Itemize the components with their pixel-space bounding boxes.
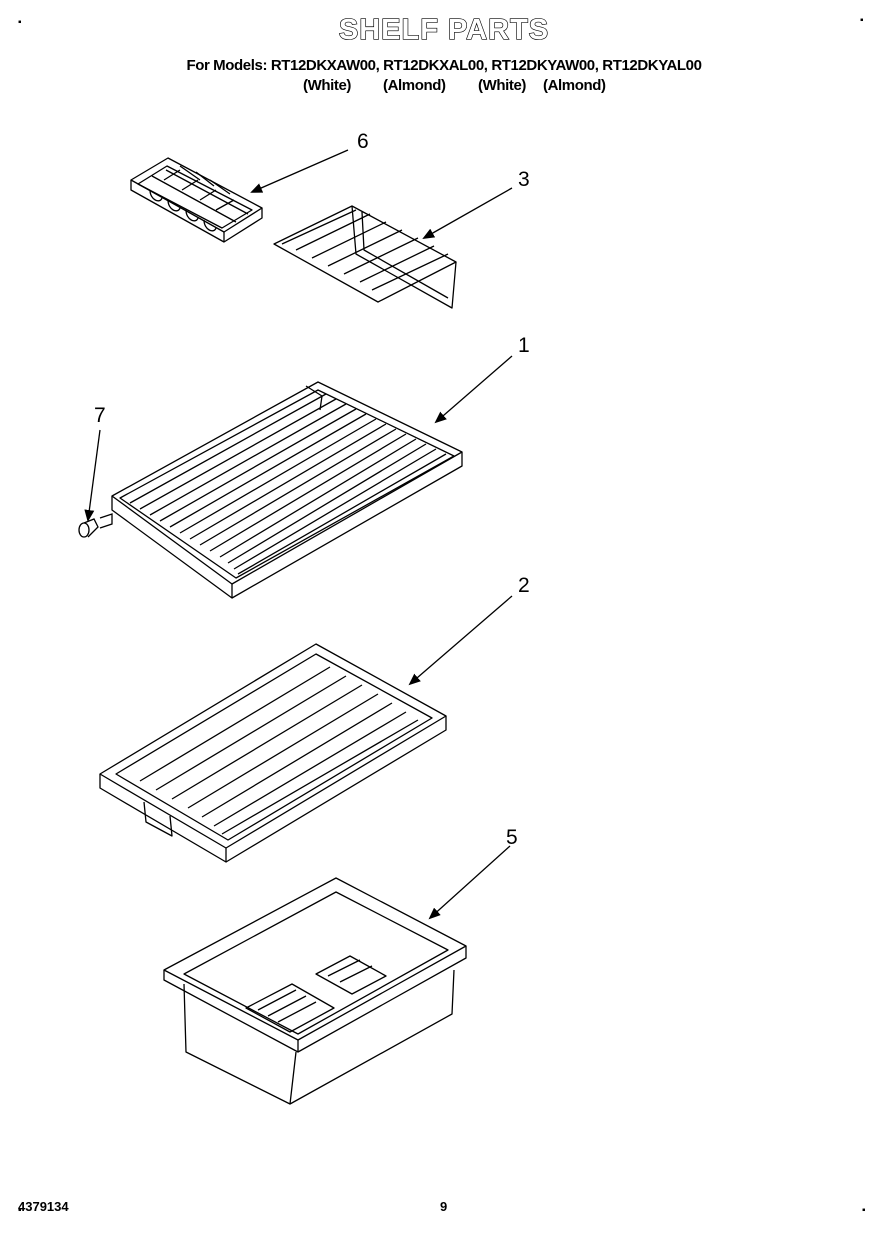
corner-mark-top-left: ▪ bbox=[18, 17, 22, 28]
page-title: SHELF PARTS bbox=[338, 13, 550, 46]
color-label-3: (White) bbox=[478, 77, 527, 94]
models-line: For Models: RT12DKXAW00, RT12DKXAL00, RT… bbox=[186, 57, 702, 74]
ice-tray bbox=[130, 157, 263, 243]
callout-2: 2 bbox=[518, 574, 530, 597]
corner-mark-bottom-right: ▪ bbox=[862, 1205, 866, 1216]
crisper-drawer bbox=[163, 877, 467, 1105]
color-label-2: (Almond) bbox=[383, 77, 446, 94]
crisper-cover bbox=[99, 643, 447, 863]
part-number: 4379134 bbox=[18, 1199, 69, 1214]
wire-shelf bbox=[111, 381, 463, 599]
color-label-4: (Almond) bbox=[543, 77, 606, 94]
corner-mark-top-right: ▪ bbox=[860, 15, 864, 26]
leader-lines bbox=[84, 149, 513, 920]
callout-7: 7 bbox=[94, 404, 106, 427]
callout-1: 1 bbox=[518, 334, 530, 357]
page-number: 9 bbox=[440, 1199, 448, 1214]
callout-6: 6 bbox=[357, 130, 369, 153]
corner-mark-bottom-left: ▪ bbox=[18, 1205, 22, 1216]
shelf-stud bbox=[78, 513, 113, 538]
wire-half-shelf bbox=[273, 205, 457, 309]
callout-5: 5 bbox=[506, 826, 518, 849]
callout-3: 3 bbox=[518, 168, 530, 191]
color-label-1: (White) bbox=[303, 77, 352, 94]
